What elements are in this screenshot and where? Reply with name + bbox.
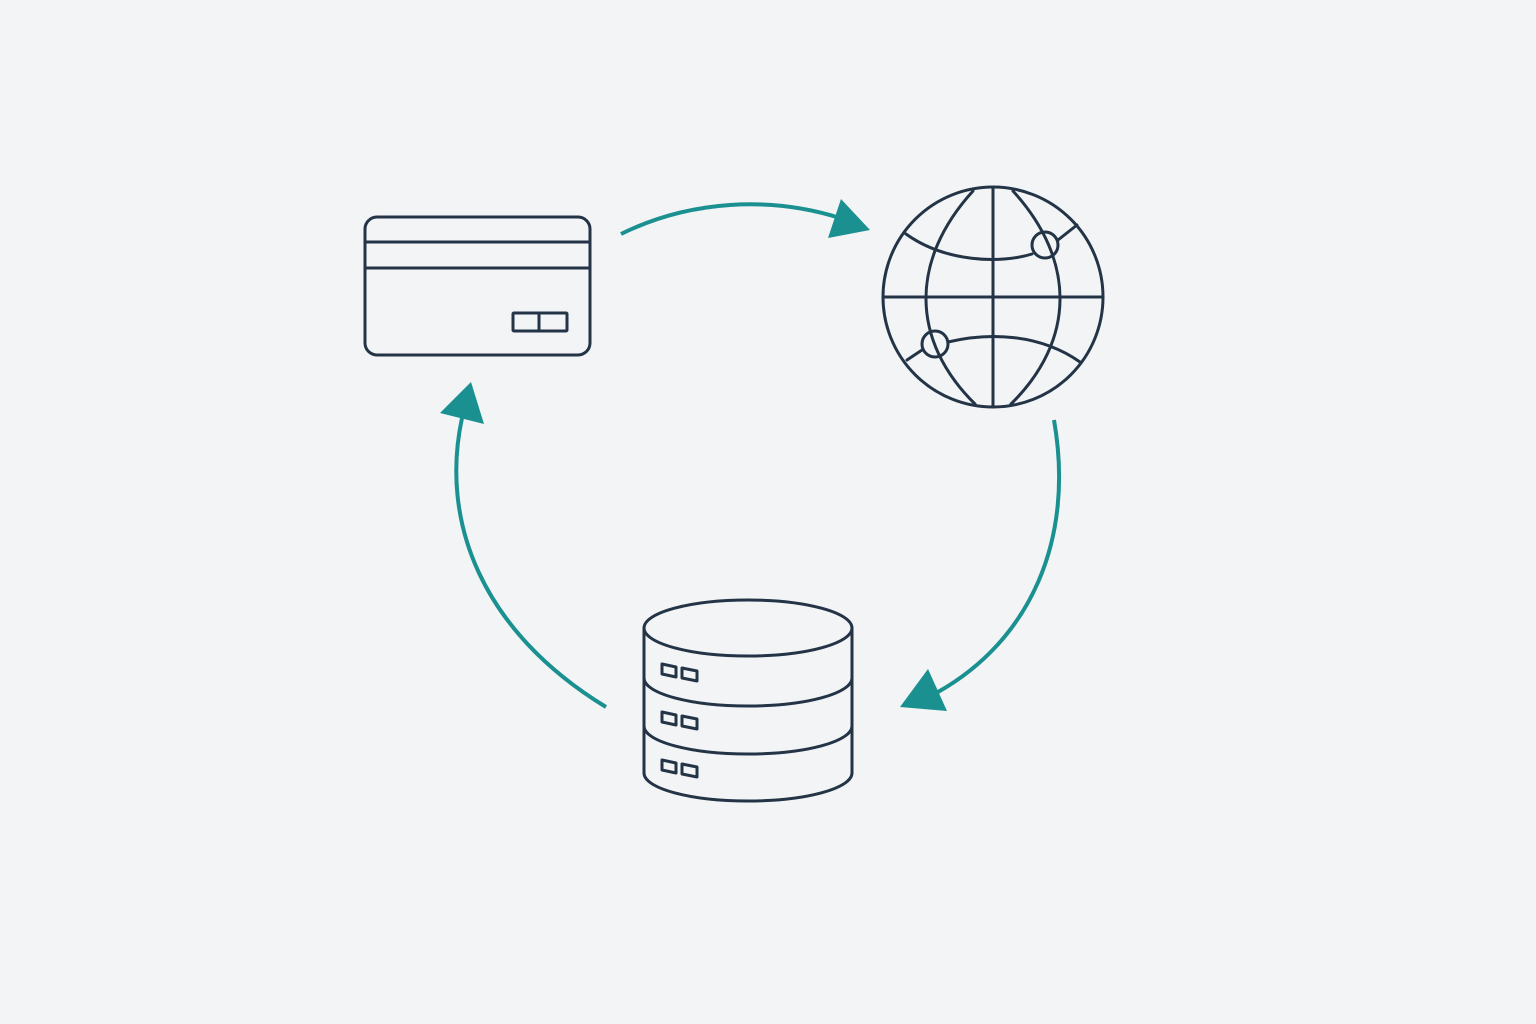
arrow-database-to-card	[440, 382, 608, 709]
server-indicator-icon	[660, 758, 699, 779]
server-indicator-icon	[660, 662, 699, 683]
arrow-globe-to-database	[900, 419, 1062, 711]
arrow-card-to-globe	[620, 199, 870, 238]
network-node-icon	[1030, 230, 1060, 260]
network-node-icon	[920, 329, 950, 359]
database-server-icon	[642, 598, 854, 803]
credit-card-icon	[363, 215, 592, 357]
globe-network-icon	[881, 185, 1105, 409]
server-indicator-icon	[660, 710, 699, 731]
